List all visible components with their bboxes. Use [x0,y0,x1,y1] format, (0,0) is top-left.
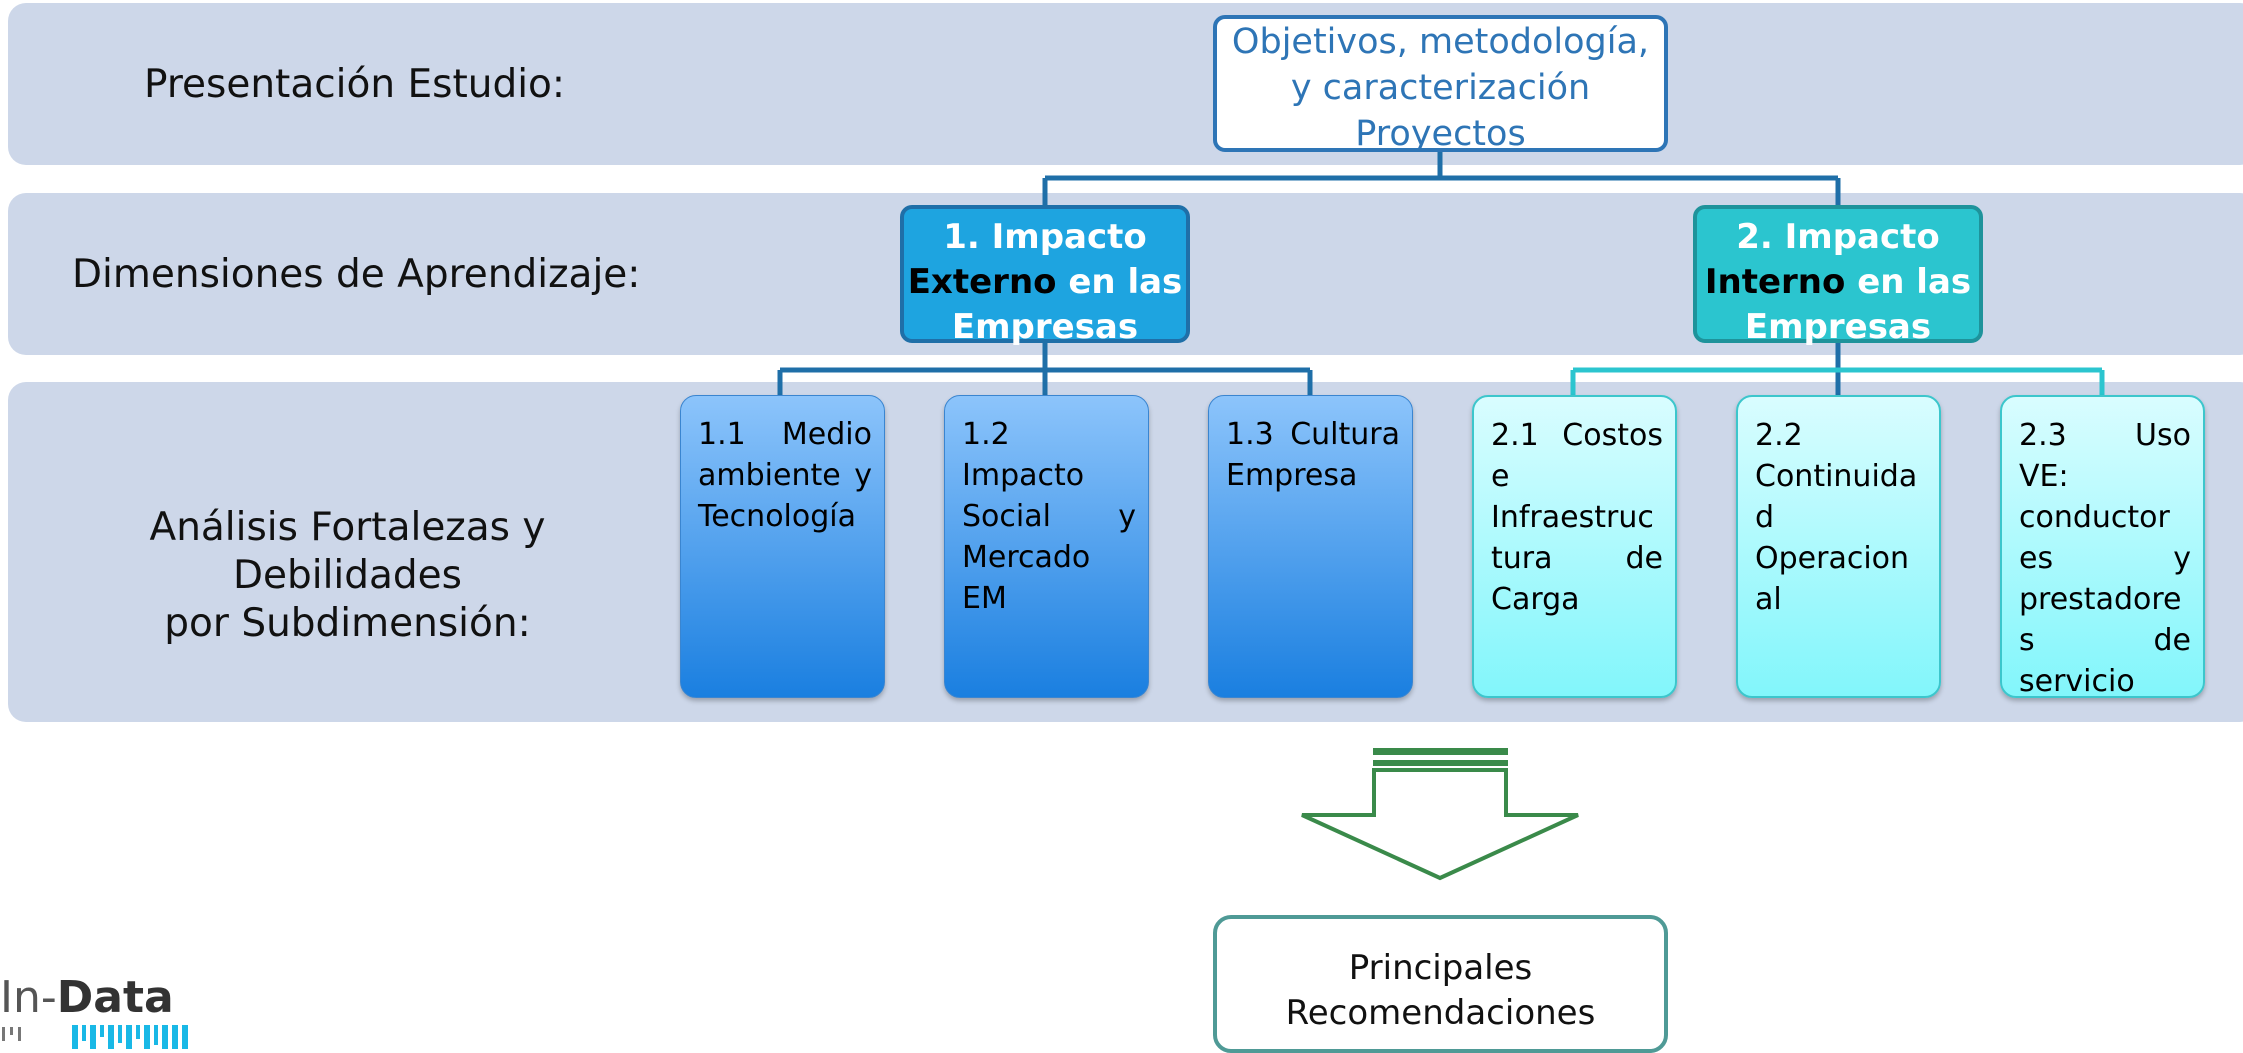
dim-int-rest: en las [1845,262,1972,302]
objetivos-line2: y caracterización [1290,68,1591,108]
subdim-line: 2.3 Uso VE: [2019,418,2191,494]
band-presentacion [8,3,2243,165]
rec-line2: Recomendaciones [1285,993,1596,1033]
recomendaciones-box: Principales Recomendaciones [1213,915,1668,1053]
subdim-line: Mercado [962,540,1091,575]
subdim-line: 1.2 [962,417,1010,452]
subdim-line: 1.3 Cultura [1226,417,1400,452]
logo-bold: Data [56,972,174,1023]
subdim-line: al [1755,582,1782,617]
subdim-line: s de [2019,623,2191,658]
objetivos-box: Objetivos, metodología, y caracterizació… [1213,15,1668,154]
subdim-line: Infraestruc [1491,500,1654,535]
logo-prefix: In- [0,972,57,1023]
dim-int-line3: Empresas [1744,307,1932,347]
dim-ext-line3: Empresas [951,307,1139,347]
subdim-line: Empresa [1226,458,1358,493]
dim-int-bold: Interno [1704,262,1846,302]
subdim-line: e [1491,459,1510,494]
subdim-line: 2.1 Costos [1491,418,1663,453]
subdim-2-3-box: 2.3 Uso VE: conductor es y prestadore s de se… [2000,395,2205,699]
subdim-line: 2.2 [1755,418,1803,453]
dimensiones-label: Dimensiones de Aprendizaje: [72,252,641,297]
objetivos-line1: Objetivos, metodología, [1231,22,1650,62]
dim-ext-line2: Externo en las [904,260,1186,305]
subdim-line: Impacto [962,458,1085,493]
barcode-icon [2,1025,188,1049]
subdim-line: tura de [1491,541,1663,576]
objetivos-line3: Proyectos [1355,114,1526,154]
dim-ext-bold: Externo [907,262,1057,302]
subdim-line: conductor [2019,500,2170,535]
subdim-line: ambiente y [698,458,872,493]
dim-int-line1: 2. Impacto [1736,217,1940,257]
rec-line1: Principales [1348,948,1533,988]
dim-ext-rest: en las [1056,262,1183,302]
subdim-line: Social y [962,499,1136,534]
dim-ext-line1: 1. Impacto [943,217,1147,257]
subdim-line: es y [2019,541,2191,576]
subdim-line: Operacion [1755,541,1910,576]
subdim-line: EM [962,581,1007,616]
dimension-externo-box: 1. Impacto Externo en las Empresas [900,205,1190,347]
subdim-line: prestadore [2019,582,2182,617]
subdim-1-1-box: 1.1 Medio ambiente y Tecnología [680,395,885,698]
analisis-label-line1: Análisis Fortalezas y Debilidades [149,505,546,598]
subdim-line: Tecnología [698,499,856,534]
subdim-line: d [1755,500,1775,535]
subdim-line: Continuida [1755,459,1918,494]
subdim-line: Carga [1491,582,1580,617]
analisis-label-line2: por Subdimensión: [164,601,531,646]
presentacion-label: Presentación Estudio: [144,62,566,107]
in-data-logo: In-Data [0,975,210,1052]
subdim-line: 1.1 Medio [698,417,872,452]
analisis-label: Análisis Fortalezas y Debilidades por Su… [40,504,655,648]
down-arrow-icon [1301,748,1579,881]
dim-int-line2: Interno en las [1697,260,1979,305]
dimension-interno-box: 2. Impacto Interno en las Empresas [1693,205,1983,347]
subdim-line: servicio [2019,664,2135,699]
